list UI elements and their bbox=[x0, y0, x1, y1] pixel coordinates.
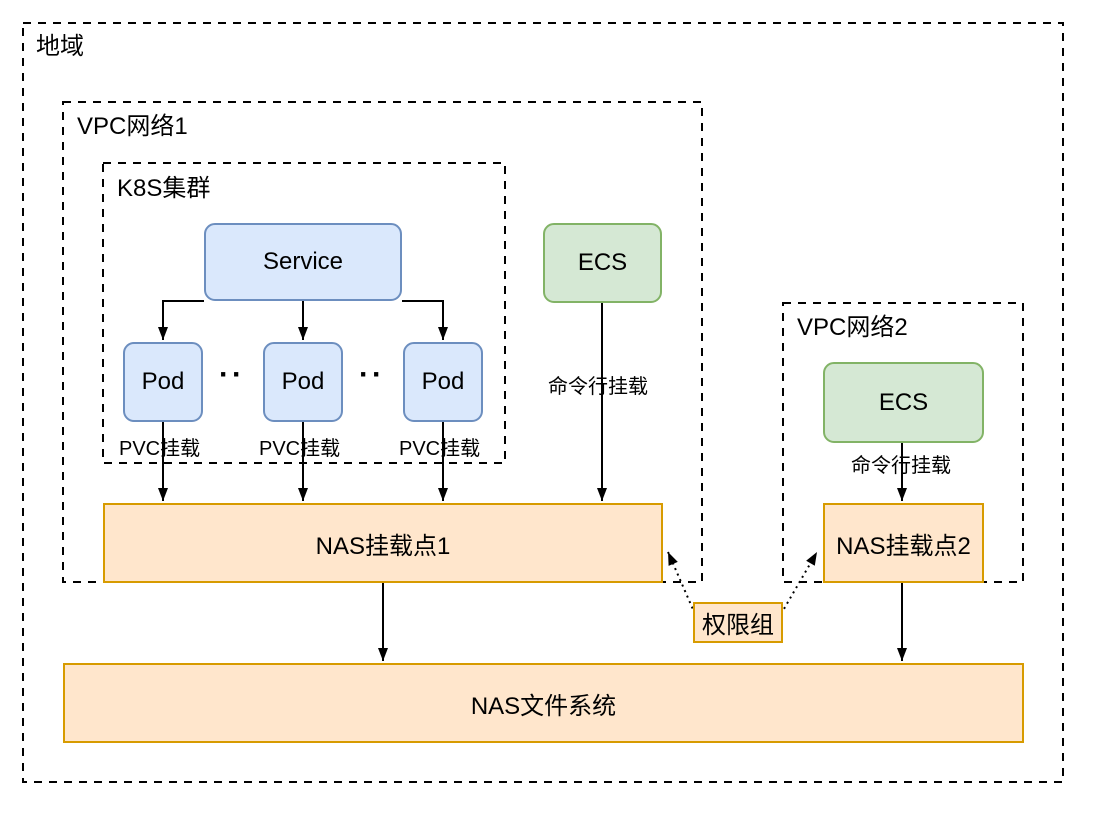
pvc-mount-label-2: PVC挂载 bbox=[259, 438, 341, 460]
k8s-cluster-label: K8S集群 bbox=[117, 175, 211, 202]
arrow-permgroup-nas2 bbox=[780, 551, 818, 615]
region-label: 地域 bbox=[36, 33, 84, 60]
ecs1-node: ECS bbox=[543, 223, 662, 303]
service-node: Service bbox=[204, 223, 402, 301]
arrow-permgroup-nas1 bbox=[667, 551, 696, 615]
pod1-node: Pod bbox=[123, 342, 203, 422]
ecs2-node: ECS bbox=[823, 362, 984, 443]
nas-mount2-label: NAS挂载点2 bbox=[836, 532, 971, 560]
nas-mount1-label: NAS挂载点1 bbox=[315, 532, 451, 560]
permission-group-label: 权限组 bbox=[702, 612, 774, 639]
pod2-node-label: Pod bbox=[281, 368, 325, 395]
permission-group-node: 权限组 bbox=[693, 602, 783, 643]
nas-mount2-node: NAS挂载点2 bbox=[823, 503, 984, 583]
cli-mount-label-1: 命令行挂载 bbox=[548, 376, 648, 398]
service-node-label: Service bbox=[262, 248, 344, 275]
pvc-mount-label-1: PVC挂载 bbox=[119, 438, 201, 460]
ecs1-node-label: ECS bbox=[577, 249, 628, 276]
pod3-node-label: Pod bbox=[421, 368, 465, 395]
pod1-node-label: Pod bbox=[141, 368, 185, 395]
arrow-service-pod3 bbox=[402, 300, 448, 340]
pvc-mount-label-3: PVC挂载 bbox=[399, 438, 481, 460]
nas-filesystem-node: NAS文件系统 bbox=[63, 663, 1024, 743]
arrow-service-pod1 bbox=[158, 300, 204, 340]
vpc2-label: VPC网络2 bbox=[797, 314, 908, 341]
cli-mount-label-2: 命令行挂载 bbox=[851, 455, 951, 477]
pods-ellipsis-1: ·· bbox=[219, 358, 245, 391]
nas-filesystem-label: NAS文件系统 bbox=[470, 692, 617, 720]
pod3-node: Pod bbox=[403, 342, 483, 422]
pod2-node: Pod bbox=[263, 342, 343, 422]
pods-ellipsis-2: ·· bbox=[359, 358, 385, 391]
ecs2-node-label: ECS bbox=[878, 388, 929, 416]
nas-mount1-node: NAS挂载点1 bbox=[103, 503, 663, 583]
vpc1-label: VPC网络1 bbox=[77, 113, 188, 140]
